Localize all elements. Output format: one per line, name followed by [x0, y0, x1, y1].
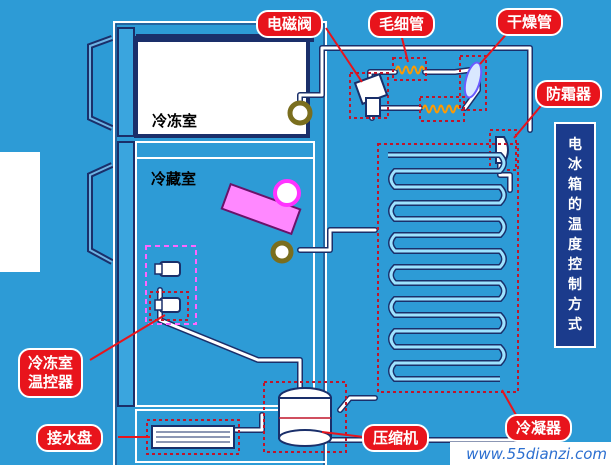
- side-title-char: 的: [568, 197, 582, 213]
- freezer-evaporator-port: [287, 100, 313, 126]
- capillary-callout: 毛细管: [368, 10, 436, 38]
- drip-tray-callout: 接水盘: [36, 424, 104, 452]
- dryer-callout: 干燥管: [496, 8, 564, 36]
- compressor: [263, 381, 347, 453]
- fridge-thermostat-box: [145, 245, 197, 325]
- side-title-char: 制: [568, 277, 582, 293]
- freezer-thermostat-highlight: [149, 291, 189, 321]
- white-panel: [0, 152, 40, 272]
- side-title-char: 控: [568, 257, 582, 273]
- defrost-callout: 防霜器: [535, 80, 603, 108]
- side-title-char: 电: [568, 137, 582, 153]
- freezer-thermostat-callout: 冷冻室 温控器: [18, 348, 84, 398]
- freezer-thermostat: [154, 297, 181, 313]
- side-title-char: 度: [568, 237, 582, 253]
- freezer-thermostat-callout-line1: 冷冻室: [28, 354, 74, 372]
- fridge-label: 冷藏室: [151, 170, 197, 188]
- side-title-char: 冰: [568, 157, 582, 173]
- side-title-char: 方: [568, 297, 582, 313]
- freezer-thermostat-callout-line2: 温控器: [28, 373, 74, 391]
- cabinet-outline: [113, 21, 327, 465]
- freezer-door: [117, 27, 135, 137]
- condenser-callout: 冷凝器: [505, 414, 573, 442]
- freezer-door-handle-inner: [89, 37, 113, 129]
- fridge-door-handle: [87, 162, 114, 265]
- side-title-char: 式: [568, 317, 582, 333]
- freezer-label: 冷冻室: [152, 112, 198, 130]
- capillary-coil-lower: [419, 96, 465, 122]
- side-title-char: 温: [568, 217, 582, 233]
- cabinet-shadow: [115, 23, 325, 465]
- fridge-thermostat: [154, 261, 181, 277]
- solenoid-valve-callout: 电磁阀: [256, 10, 324, 38]
- compressor-callout: 压缩机: [362, 424, 430, 452]
- fridge-compartment: [135, 141, 315, 407]
- fridge-evaporator-port: [270, 240, 294, 264]
- drip-tray: [146, 419, 240, 455]
- freezer-top-bar: [136, 34, 314, 42]
- solenoid-valve: [349, 72, 389, 119]
- dryer-tube: [459, 55, 487, 111]
- side-title-char: 箱: [568, 177, 582, 193]
- capillary-coil-upper: [392, 57, 427, 81]
- watermark: www.55dianzi.com: [450, 442, 611, 465]
- fridge-evaporator: [220, 179, 302, 236]
- condenser-coil: [377, 143, 519, 393]
- freezer-compartment: [134, 36, 310, 138]
- side-title: 电 冰 箱 的 温 度 控 制 方 式: [554, 122, 596, 348]
- freezer-door-handle: [87, 35, 114, 131]
- fridge-door: [117, 141, 135, 407]
- fridge-door-handle-inner: [89, 164, 113, 263]
